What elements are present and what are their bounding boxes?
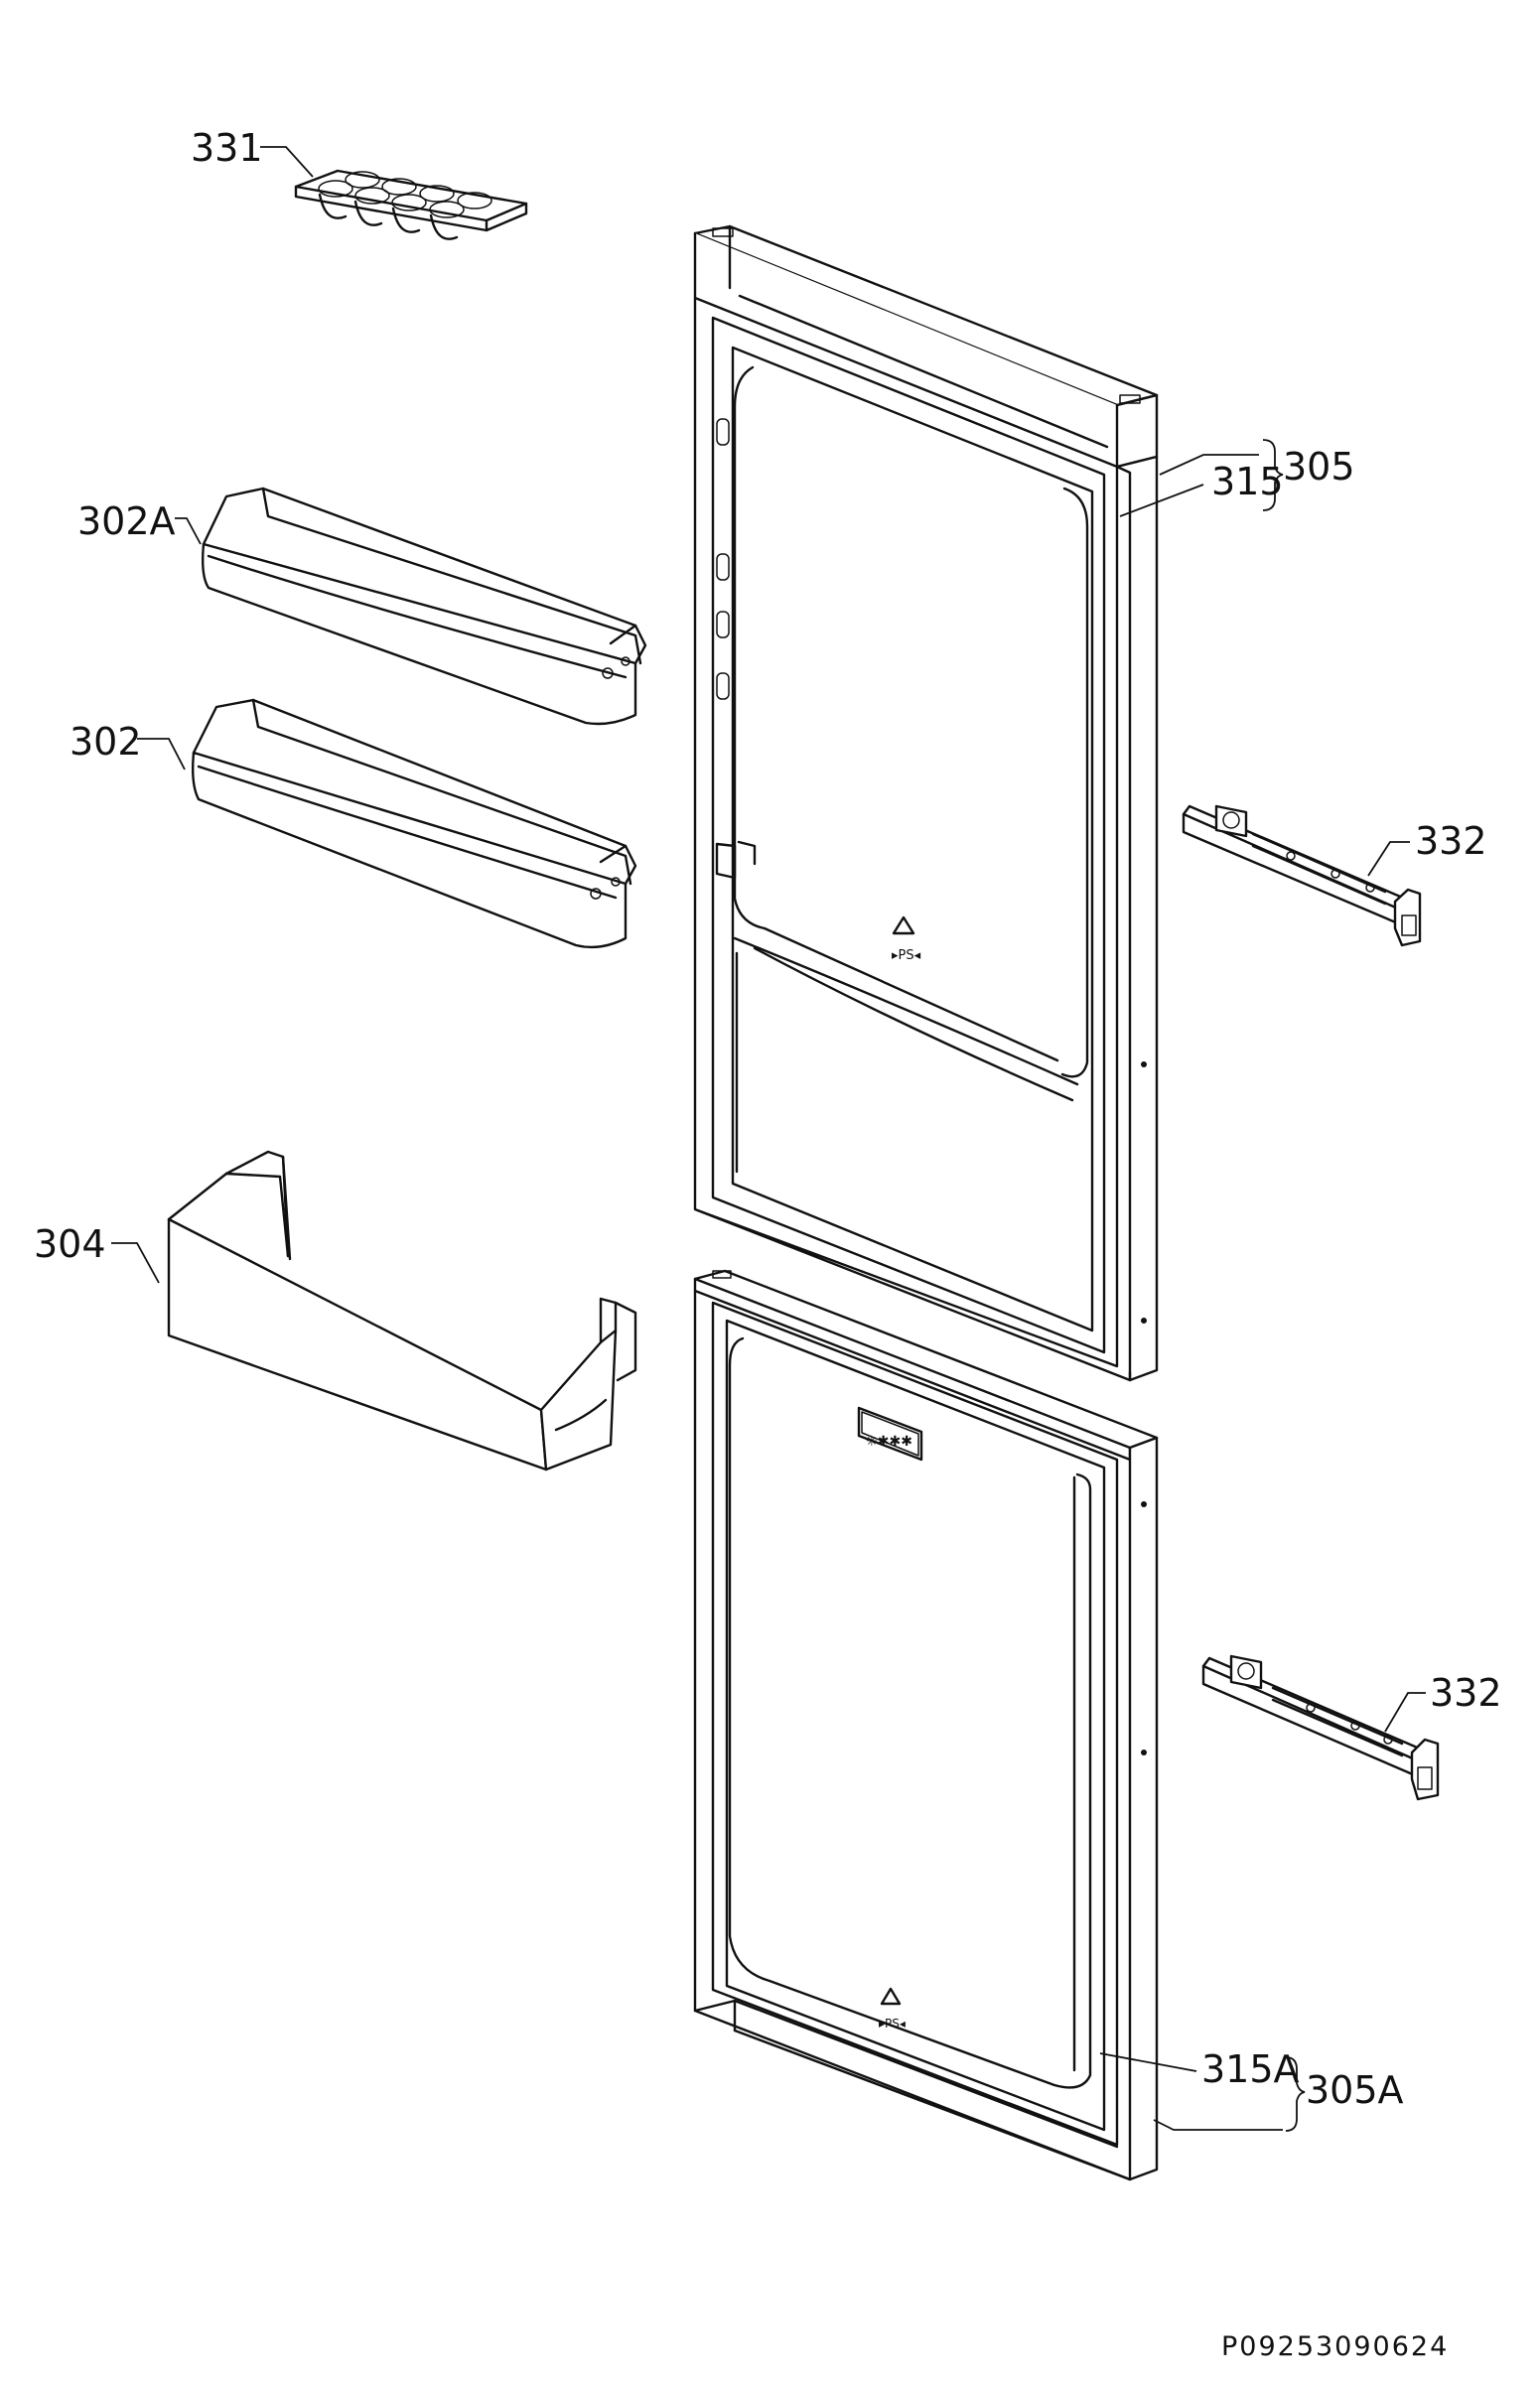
leader-304 bbox=[111, 1242, 160, 1284]
svg-text:▸PS◂: ▸PS◂ bbox=[892, 948, 921, 963]
leader-302 bbox=[137, 738, 186, 771]
label-332-lower: 332 bbox=[1430, 1671, 1502, 1715]
label-305a: 305A bbox=[1306, 2068, 1404, 2112]
label-331: 331 bbox=[191, 126, 263, 170]
part-305a-lower-door: ✳✱✱✱ ▸PS◂ bbox=[693, 1269, 1159, 2181]
part-302a-door-shelf bbox=[201, 487, 647, 726]
leader-305 bbox=[1159, 454, 1259, 476]
svg-text:▸PS◂: ▸PS◂ bbox=[879, 2017, 906, 2031]
part-305-upper-door: ▸PS◂ bbox=[693, 224, 1159, 1382]
label-315a: 315A bbox=[1201, 2047, 1300, 2091]
label-315: 315 bbox=[1211, 460, 1284, 503]
part-331-egg-tray bbox=[294, 169, 528, 240]
label-332-upper: 332 bbox=[1415, 819, 1487, 863]
part-302-door-shelf bbox=[191, 698, 637, 949]
part-332-hinge-lower bbox=[1201, 1654, 1440, 1801]
label-305: 305 bbox=[1283, 445, 1355, 489]
leader-332-upper bbox=[1367, 841, 1410, 877]
label-302: 302 bbox=[70, 720, 142, 764]
label-304: 304 bbox=[34, 1222, 106, 1266]
leader-332-lower bbox=[1384, 1692, 1426, 1733]
brace-305a bbox=[1285, 2056, 1306, 2132]
part-304-bottle-bin bbox=[167, 1150, 637, 1472]
brace-305 bbox=[1262, 439, 1284, 511]
label-302a: 302A bbox=[77, 499, 176, 543]
leader-305a bbox=[1153, 2119, 1283, 2131]
drawing-code: P09253090624 bbox=[1221, 2331, 1449, 2362]
svg-text:✳✱✱✱: ✳✱✱✱ bbox=[866, 1434, 912, 1450]
leader-302a bbox=[175, 517, 202, 545]
leader-331 bbox=[260, 146, 314, 178]
leader-315 bbox=[1119, 484, 1204, 517]
part-332-hinge-upper bbox=[1182, 804, 1422, 947]
leader-315a bbox=[1099, 2052, 1197, 2072]
